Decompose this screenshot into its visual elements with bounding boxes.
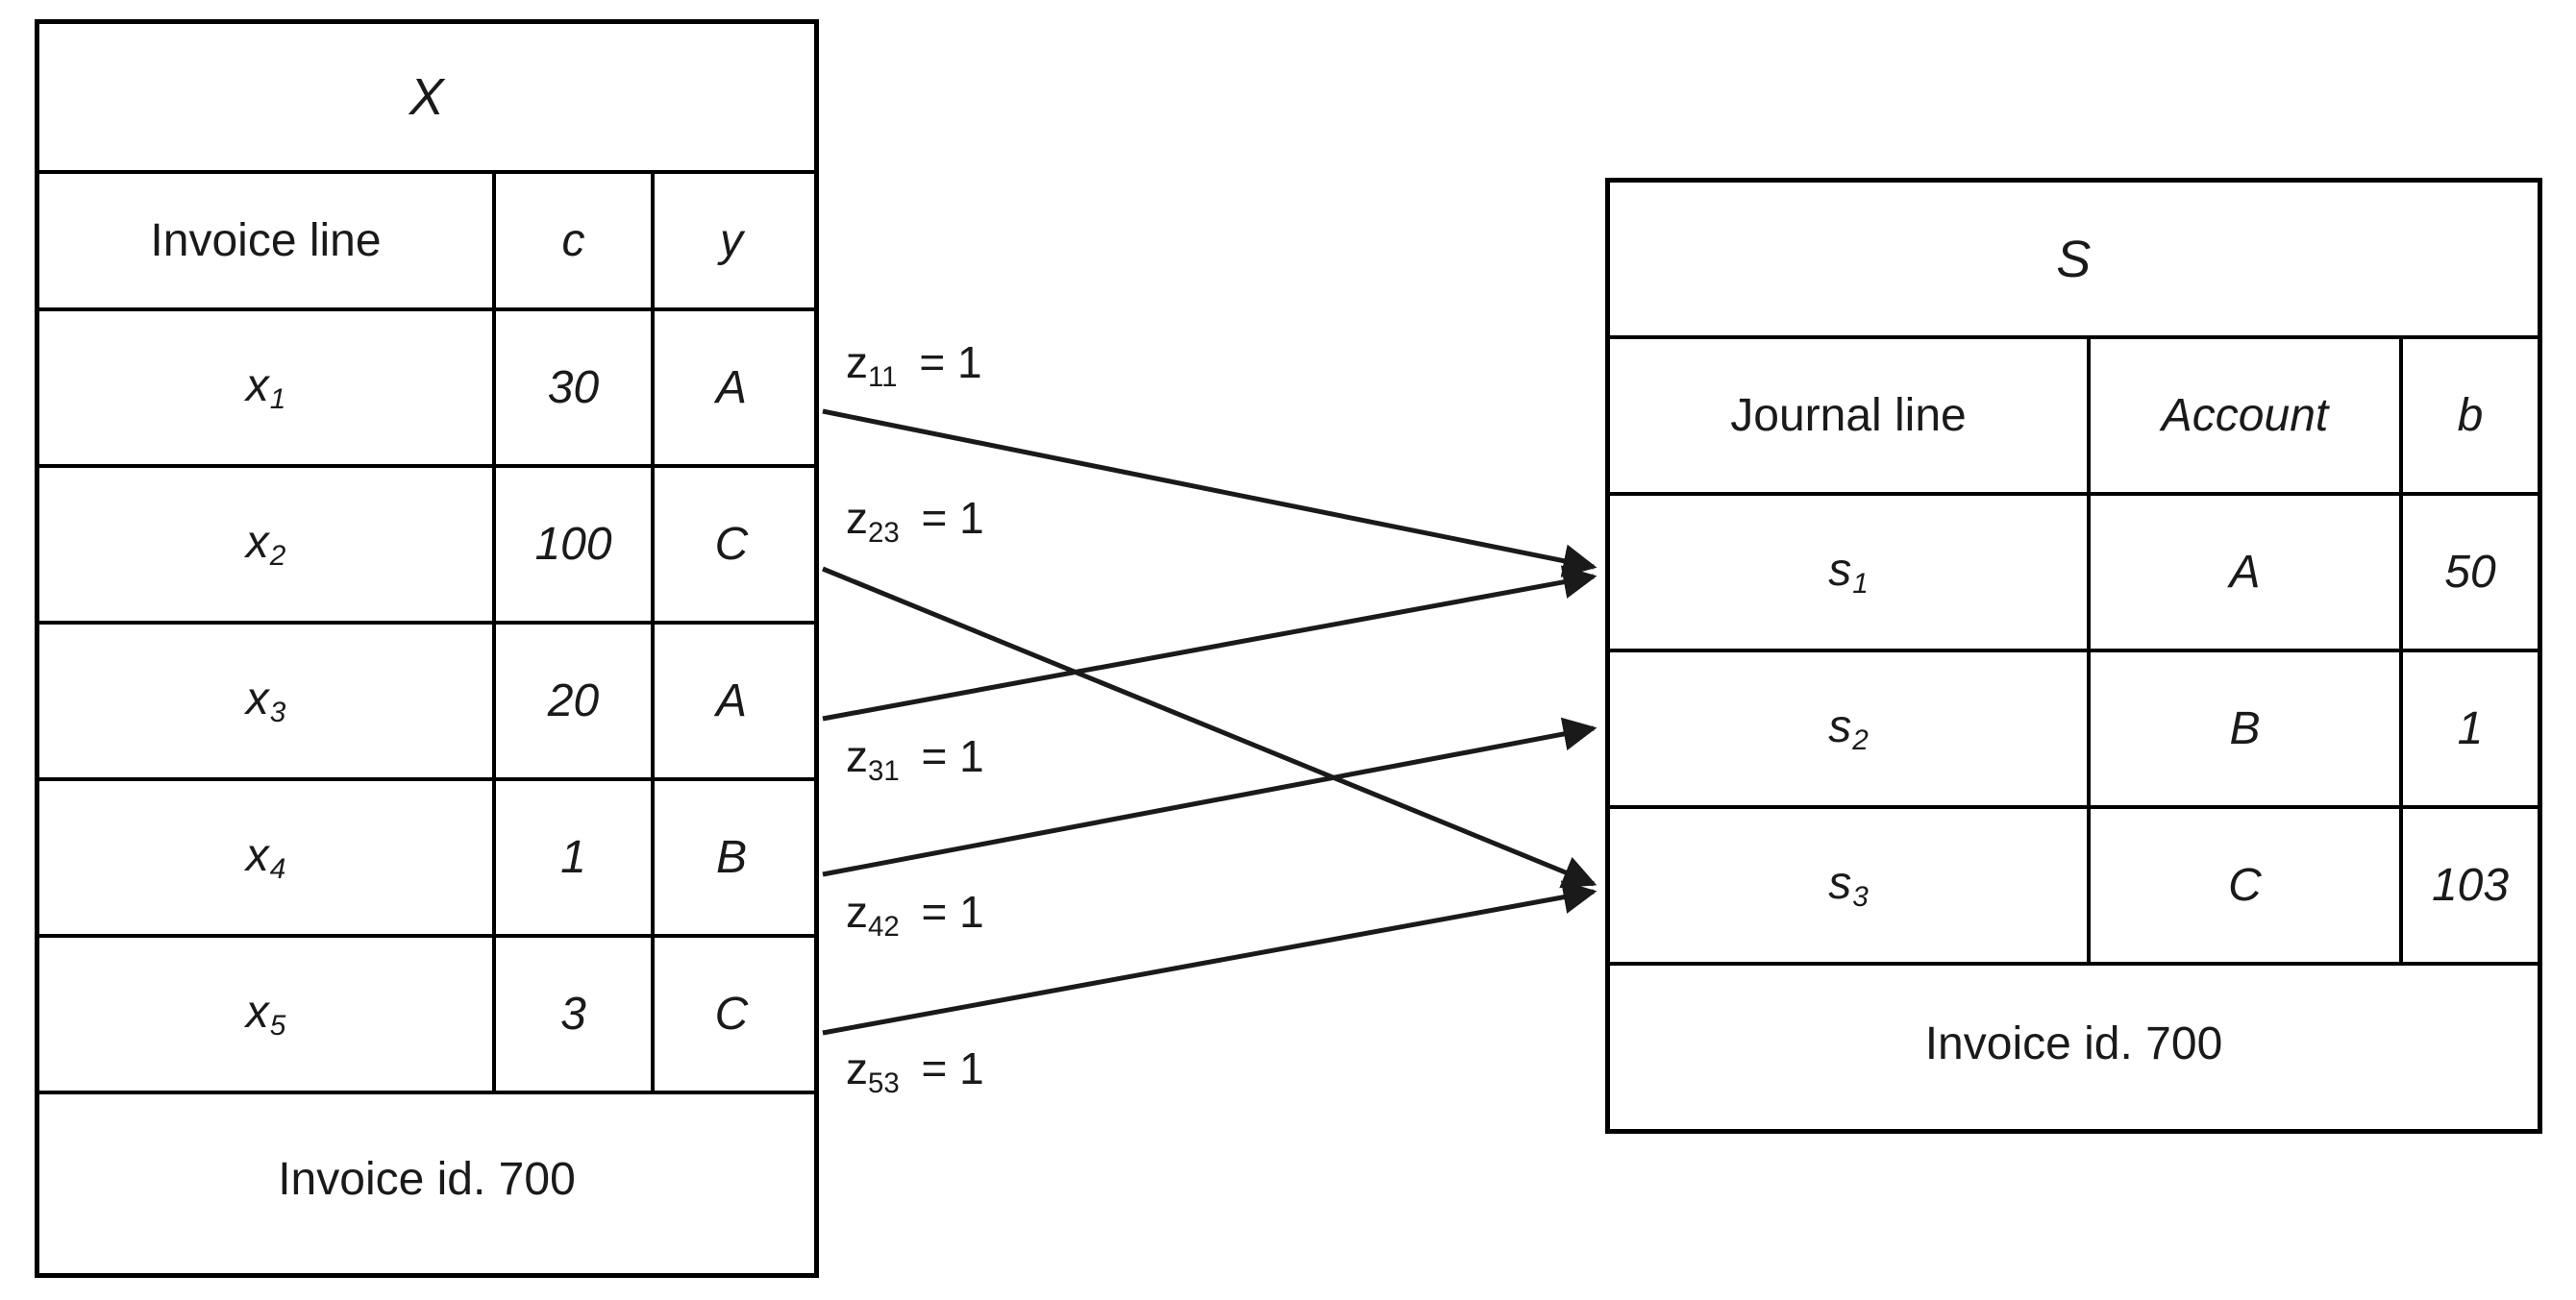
table-row: x5 3 C <box>39 938 814 1094</box>
left-cell-y: A <box>715 675 747 726</box>
left-table-title-row: X <box>39 24 814 174</box>
left-table-footer: Invoice id. 700 <box>278 1154 576 1205</box>
right-table-footer: Invoice id. 700 <box>1924 1018 2223 1069</box>
table-row: x2 100 C <box>39 468 814 625</box>
left-cell-c: 3 <box>496 938 655 1091</box>
table-row: x3 20 A <box>39 625 814 781</box>
right-cell-line: s2 <box>1610 652 2091 805</box>
table-row: s2 B 1 <box>1610 652 2538 809</box>
left-row4-symbol: x4 <box>245 829 286 886</box>
right-row1-symbol: s1 <box>1828 544 1869 601</box>
arrow-x3-to-s1 <box>822 565 1598 722</box>
right-cell-b: 50 <box>2444 547 2496 598</box>
right-table-title: S <box>2056 230 2092 288</box>
left-table-footer-row: Invoice id. 700 <box>39 1094 814 1264</box>
edge-label-z11: z11 = 1 <box>846 337 982 393</box>
left-cell-line: x3 <box>39 625 496 777</box>
edge-label-z53: z53 = 1 <box>846 1043 984 1099</box>
left-table-title: X <box>409 68 445 126</box>
left-cell-c: 20 <box>496 625 655 777</box>
left-header-y: y <box>720 215 743 266</box>
table-row: x1 30 A <box>39 311 814 468</box>
left-cell-c: 30 <box>496 311 655 464</box>
left-cell-line: x1 <box>39 311 496 464</box>
left-header-invoice-line: Invoice line <box>39 174 496 307</box>
table-journal-lines: S Journal line Account b s1 A 50 s2 B 1 <box>1605 178 2542 1134</box>
table-invoice-lines: X Invoice line c y x1 30 A x2 100 C <box>35 19 819 1278</box>
left-cell-line: x5 <box>39 938 496 1091</box>
edge-label-z23: z23 = 1 <box>846 493 984 549</box>
left-cell-y: C <box>714 989 749 1040</box>
right-cell-line: s1 <box>1610 496 2091 649</box>
left-cell-line: x2 <box>39 468 496 621</box>
right-row2-symbol: s2 <box>1828 700 1869 757</box>
right-cell-account: A <box>2091 496 2403 649</box>
left-header-c: c <box>496 174 655 307</box>
right-table-title-row: S <box>1610 183 2538 339</box>
left-table-header-row: Invoice line c y <box>39 174 814 311</box>
arrow-x2-to-s3 <box>822 566 1598 889</box>
left-row1-symbol: x1 <box>245 359 286 416</box>
right-row3-symbol: s3 <box>1828 857 1869 914</box>
left-cell-c: 100 <box>496 468 655 621</box>
edge-label-z42: z42 = 1 <box>846 887 984 943</box>
right-table-header-row: Journal line Account b <box>1610 339 2538 496</box>
left-cell-y: C <box>714 519 749 570</box>
right-header-b: b <box>2457 390 2484 441</box>
left-cell-y: B <box>715 832 747 883</box>
right-cell-b: 103 <box>2431 860 2510 911</box>
right-cell-account: B <box>2091 652 2403 805</box>
left-cell-y: A <box>715 362 747 413</box>
right-table-footer-row: Invoice id. 700 <box>1610 966 2538 1122</box>
table-row: s3 C 103 <box>1610 809 2538 966</box>
right-cell-account: C <box>2091 809 2403 962</box>
left-row2-symbol: x2 <box>245 516 286 573</box>
left-row5-symbol: x5 <box>245 986 286 1042</box>
right-cell-line: s3 <box>1610 809 2091 962</box>
table-row: s1 A 50 <box>1610 496 2538 652</box>
left-cell-line: x4 <box>39 781 496 934</box>
right-header-account: Account <box>2091 339 2403 492</box>
edge-label-z31: z31 = 1 <box>846 731 984 787</box>
left-cell-c: 1 <box>496 781 655 934</box>
right-cell-b: 1 <box>2457 703 2484 754</box>
table-row: x4 1 B <box>39 781 814 938</box>
left-row3-symbol: x3 <box>245 673 286 729</box>
right-header-journal-line: Journal line <box>1610 339 2091 492</box>
